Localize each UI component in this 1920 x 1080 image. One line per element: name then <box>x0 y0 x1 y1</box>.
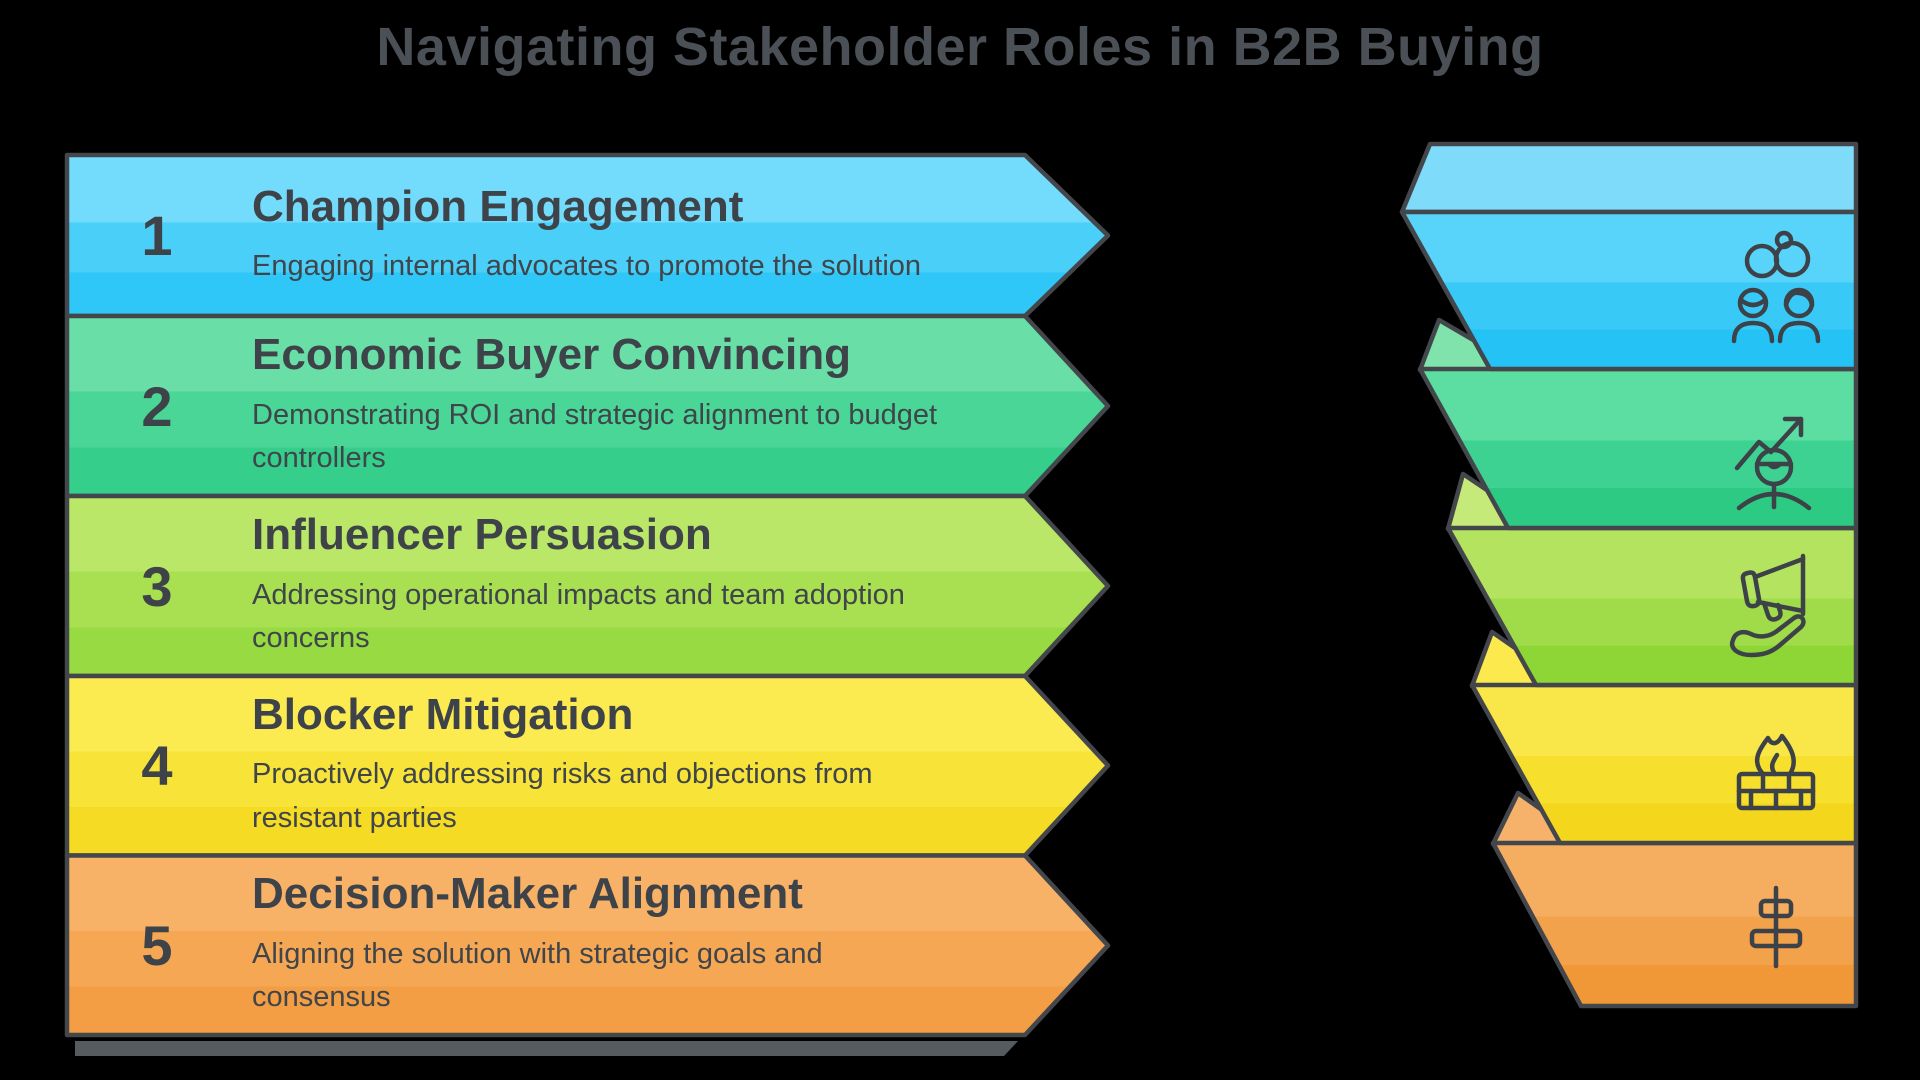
step-description: Aligning the solution with strategic goa… <box>252 937 823 1014</box>
step-row-3: 3 Influencer Persuasion Addressing opera… <box>67 496 1027 676</box>
arrow-band-1 <box>64 152 1111 319</box>
step-title: Economic Buyer Convincing <box>252 330 851 380</box>
linked-people-icon <box>1731 230 1821 344</box>
ribbon-band-1 <box>1399 209 1859 372</box>
ribbon-band-5 <box>1490 840 1859 1009</box>
step-number: 4 <box>141 734 173 797</box>
growth-person-icon <box>1734 416 1812 511</box>
step-number: 2 <box>141 374 173 438</box>
align-icon <box>1749 885 1803 969</box>
step-description: Addressing operational impacts and team … <box>252 578 905 655</box>
ribbon-facet-1 <box>1399 141 1859 215</box>
step-number: 5 <box>141 913 173 977</box>
step-description: Proactively addressing risks and objecti… <box>252 758 873 834</box>
step-row-1: 1 Champion Engagement Engaging internal … <box>67 155 1027 316</box>
step-title: Decision-Maker Alignment <box>252 869 803 919</box>
step-description: Demonstrating ROI and strategic alignmen… <box>252 398 938 475</box>
step-number: 3 <box>141 554 173 618</box>
step-row-2: 2 Economic Buyer Convincing Demonstratin… <box>67 316 1027 496</box>
megaphone-hand-icon <box>1729 553 1806 658</box>
base-shadow-bar <box>75 1041 1018 1056</box>
folded-ribbon-graphic <box>1399 141 1859 1009</box>
page-title: Navigating Stakeholder Roles in B2B Buyi… <box>376 17 1544 77</box>
process-list-graphic <box>64 152 1111 1056</box>
arrow-band-3 <box>64 493 1111 679</box>
arrow-band-4 <box>64 673 1111 858</box>
arrow-band-5 <box>64 853 1111 1038</box>
step-title: Champion Engagement <box>252 181 744 231</box>
step-description: Engaging internal advocates to promote t… <box>252 249 922 282</box>
step-title: Blocker Mitigation <box>252 689 634 739</box>
step-number: 1 <box>141 204 173 267</box>
step-row-4: 4 Blocker Mitigation Proactively address… <box>67 676 1027 855</box>
step-row-5: 5 Decision-Maker Alignment Aligning the … <box>67 855 1027 1035</box>
firewall-icon <box>1736 733 1816 811</box>
arrow-band-2 <box>64 313 1111 499</box>
step-title: Influencer Persuasion <box>252 510 712 560</box>
